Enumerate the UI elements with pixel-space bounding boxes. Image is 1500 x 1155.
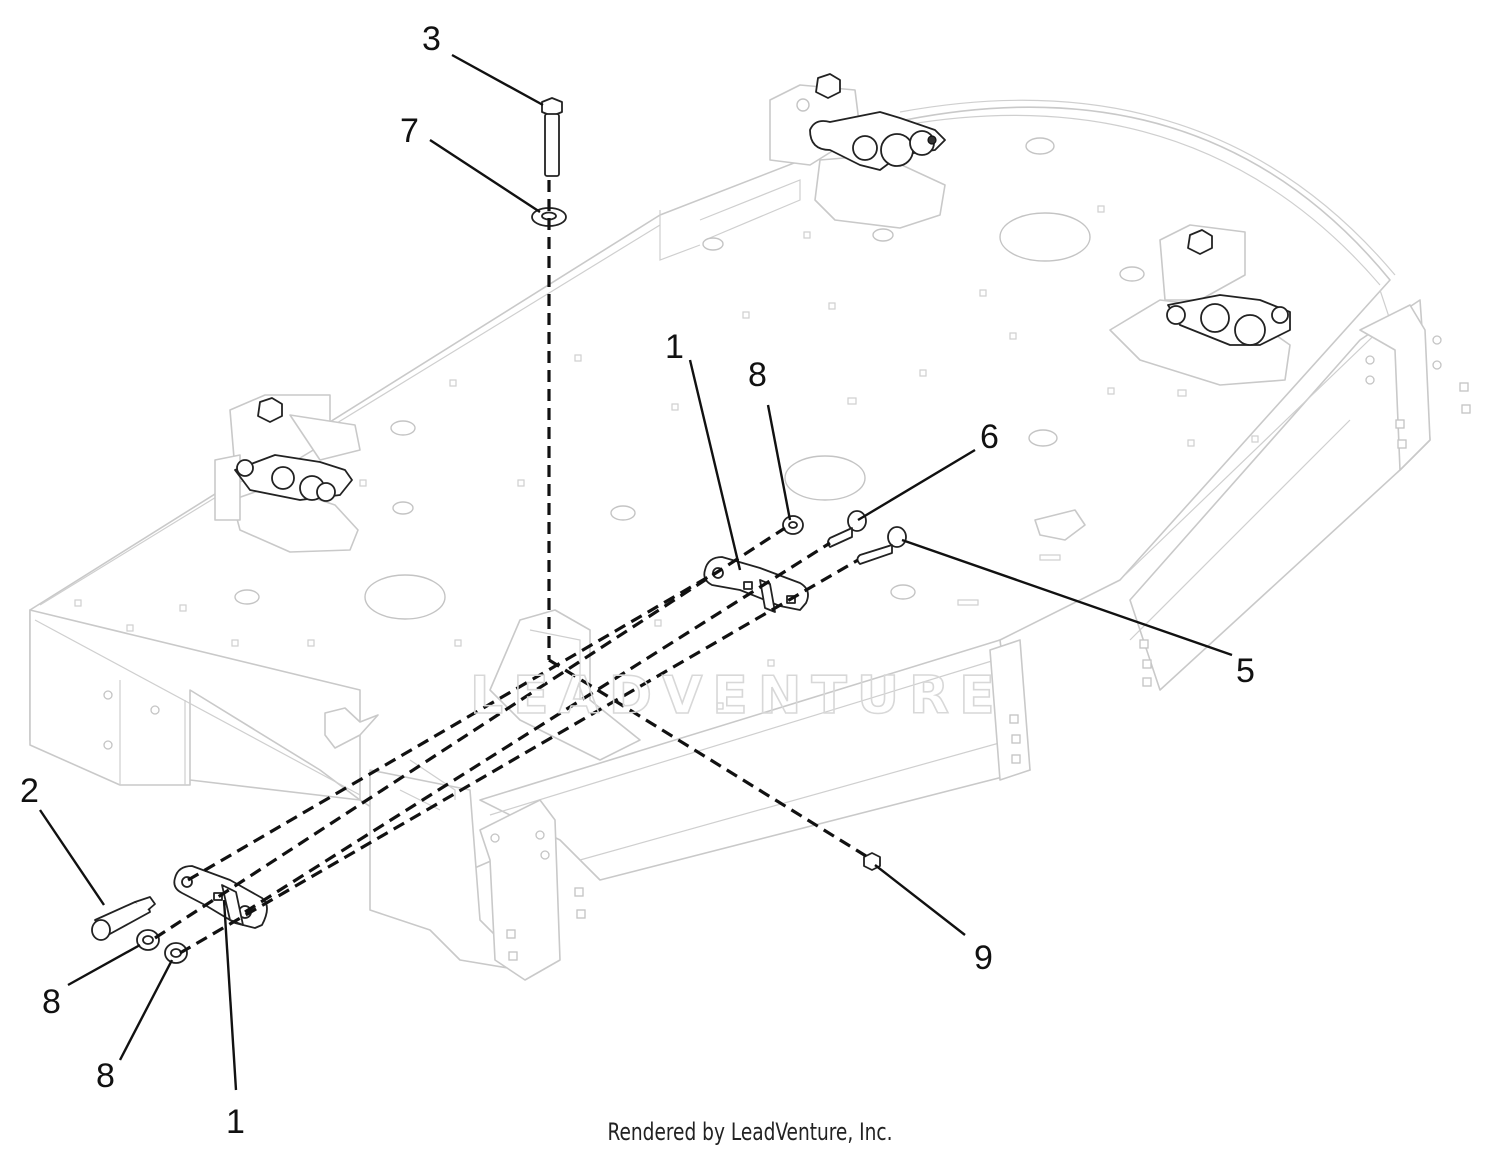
- bolt-part-3: [541, 97, 563, 177]
- nut-part-8-lower-a: [136, 929, 160, 951]
- deck-bracket-left: [214, 394, 361, 553]
- callout-7: 7: [400, 112, 419, 150]
- washer-part-7: [531, 207, 567, 227]
- bolt-part-5: [856, 526, 907, 565]
- assembly-lines: [154, 180, 867, 955]
- callout-1-top: 1: [665, 328, 684, 366]
- render-credit: Rendered by LeadVenture, Inc.: [607, 1118, 893, 1146]
- callout-8-left-b: 8: [96, 1057, 115, 1095]
- callout-9: 9: [974, 939, 993, 977]
- callout-8-top: 8: [748, 356, 767, 394]
- callout-2: 2: [20, 772, 39, 810]
- nut-part-8-upper: [782, 515, 804, 535]
- mower-deck: [29, 84, 1471, 981]
- watermark-text: LEADVENTURE: [470, 666, 1005, 726]
- nut-part-8-lower-b: [164, 942, 188, 964]
- callout-1-bottom: 1: [226, 1103, 245, 1141]
- pin-part-2: [91, 896, 156, 941]
- callout-5: 5: [1236, 652, 1255, 690]
- deck-bracket-hardware: [234, 73, 1291, 502]
- callouts: 3 7 1 8 6 5 2 8 8 1 9: [20, 20, 1255, 1141]
- leader-lines: [39, 53, 1233, 1091]
- callout-3: 3: [422, 20, 441, 58]
- callout-6: 6: [980, 418, 999, 456]
- callout-8-left-a: 8: [42, 983, 61, 1021]
